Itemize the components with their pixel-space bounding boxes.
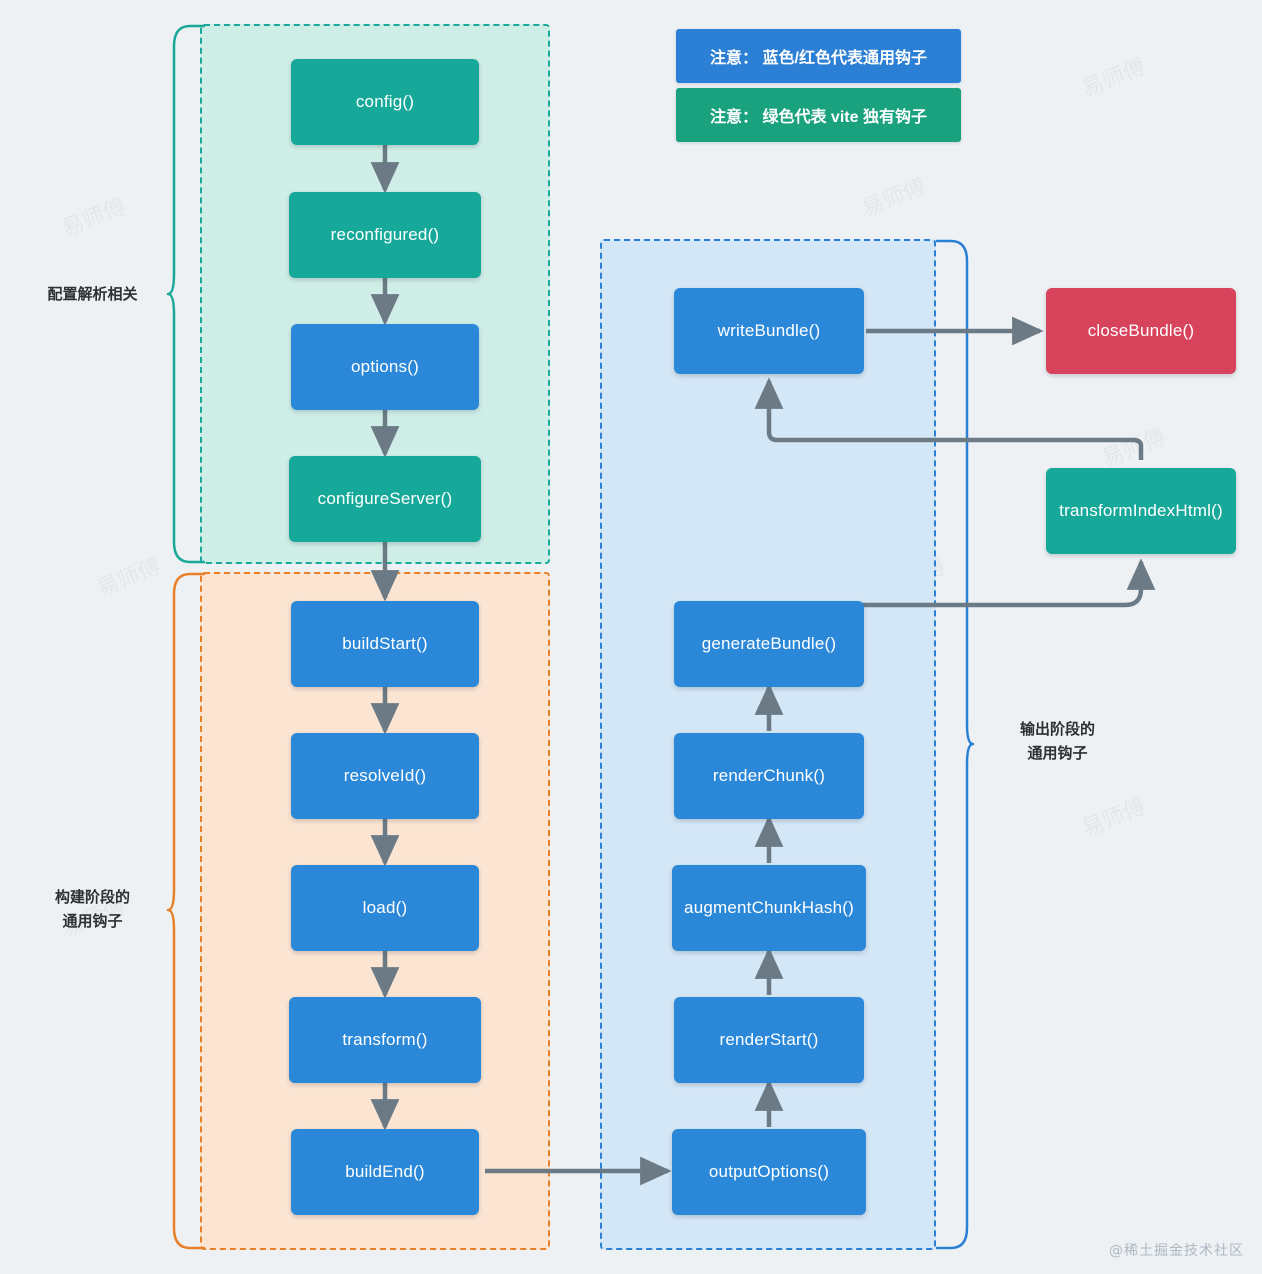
node-render-start[interactable]: renderStart() bbox=[674, 997, 864, 1083]
node-build-end[interactable]: buildEnd() bbox=[291, 1129, 479, 1215]
node-augment-chunk-hash[interactable]: augmentChunkHash() bbox=[672, 865, 866, 951]
node-close-bundle[interactable]: closeBundle() bbox=[1046, 288, 1236, 374]
watermark: 易师傅 bbox=[93, 554, 165, 603]
watermark: 易师傅 bbox=[1098, 424, 1170, 473]
legend-vite-only-hooks: 注意： 绿色代表 vite 独有钩子 bbox=[676, 88, 961, 142]
brace-config-group bbox=[166, 24, 208, 564]
watermark: 易师傅 bbox=[1078, 794, 1150, 843]
group-label-config-parsing: 配置解析相关 bbox=[47, 286, 138, 303]
watermark: 易师傅 bbox=[858, 174, 930, 223]
node-resolve-id[interactable]: resolveId() bbox=[291, 733, 479, 819]
site-credit: @稀土掘金技术社区 bbox=[1109, 1243, 1244, 1259]
node-write-bundle[interactable]: writeBundle() bbox=[674, 288, 864, 374]
node-build-start[interactable]: buildStart() bbox=[291, 601, 479, 687]
brace-output-group bbox=[933, 239, 975, 1250]
legend-universal-hooks: 注意： 蓝色/红色代表通用钩子 bbox=[676, 29, 961, 83]
node-config[interactable]: config() bbox=[291, 59, 479, 145]
brace-build-group bbox=[166, 572, 208, 1250]
node-render-chunk[interactable]: renderChunk() bbox=[674, 733, 864, 819]
node-output-options[interactable]: outputOptions() bbox=[672, 1129, 866, 1215]
group-label-build-stage: 构建阶段的 通用钩子 bbox=[54, 889, 130, 930]
node-reconfigured[interactable]: reconfigured() bbox=[289, 192, 481, 278]
node-transform-index-html[interactable]: transformIndexHtml() bbox=[1046, 468, 1236, 554]
watermark: 易师傅 bbox=[58, 194, 130, 243]
node-transform[interactable]: transform() bbox=[289, 997, 481, 1083]
watermark: 易师傅 bbox=[1078, 54, 1150, 103]
node-generate-bundle[interactable]: generateBundle() bbox=[674, 601, 864, 687]
group-label-output-stage: 输出阶段的 通用钩子 bbox=[1019, 721, 1095, 762]
node-configure-server[interactable]: configureServer() bbox=[289, 456, 481, 542]
node-load[interactable]: load() bbox=[291, 865, 479, 951]
node-options[interactable]: options() bbox=[291, 324, 479, 410]
